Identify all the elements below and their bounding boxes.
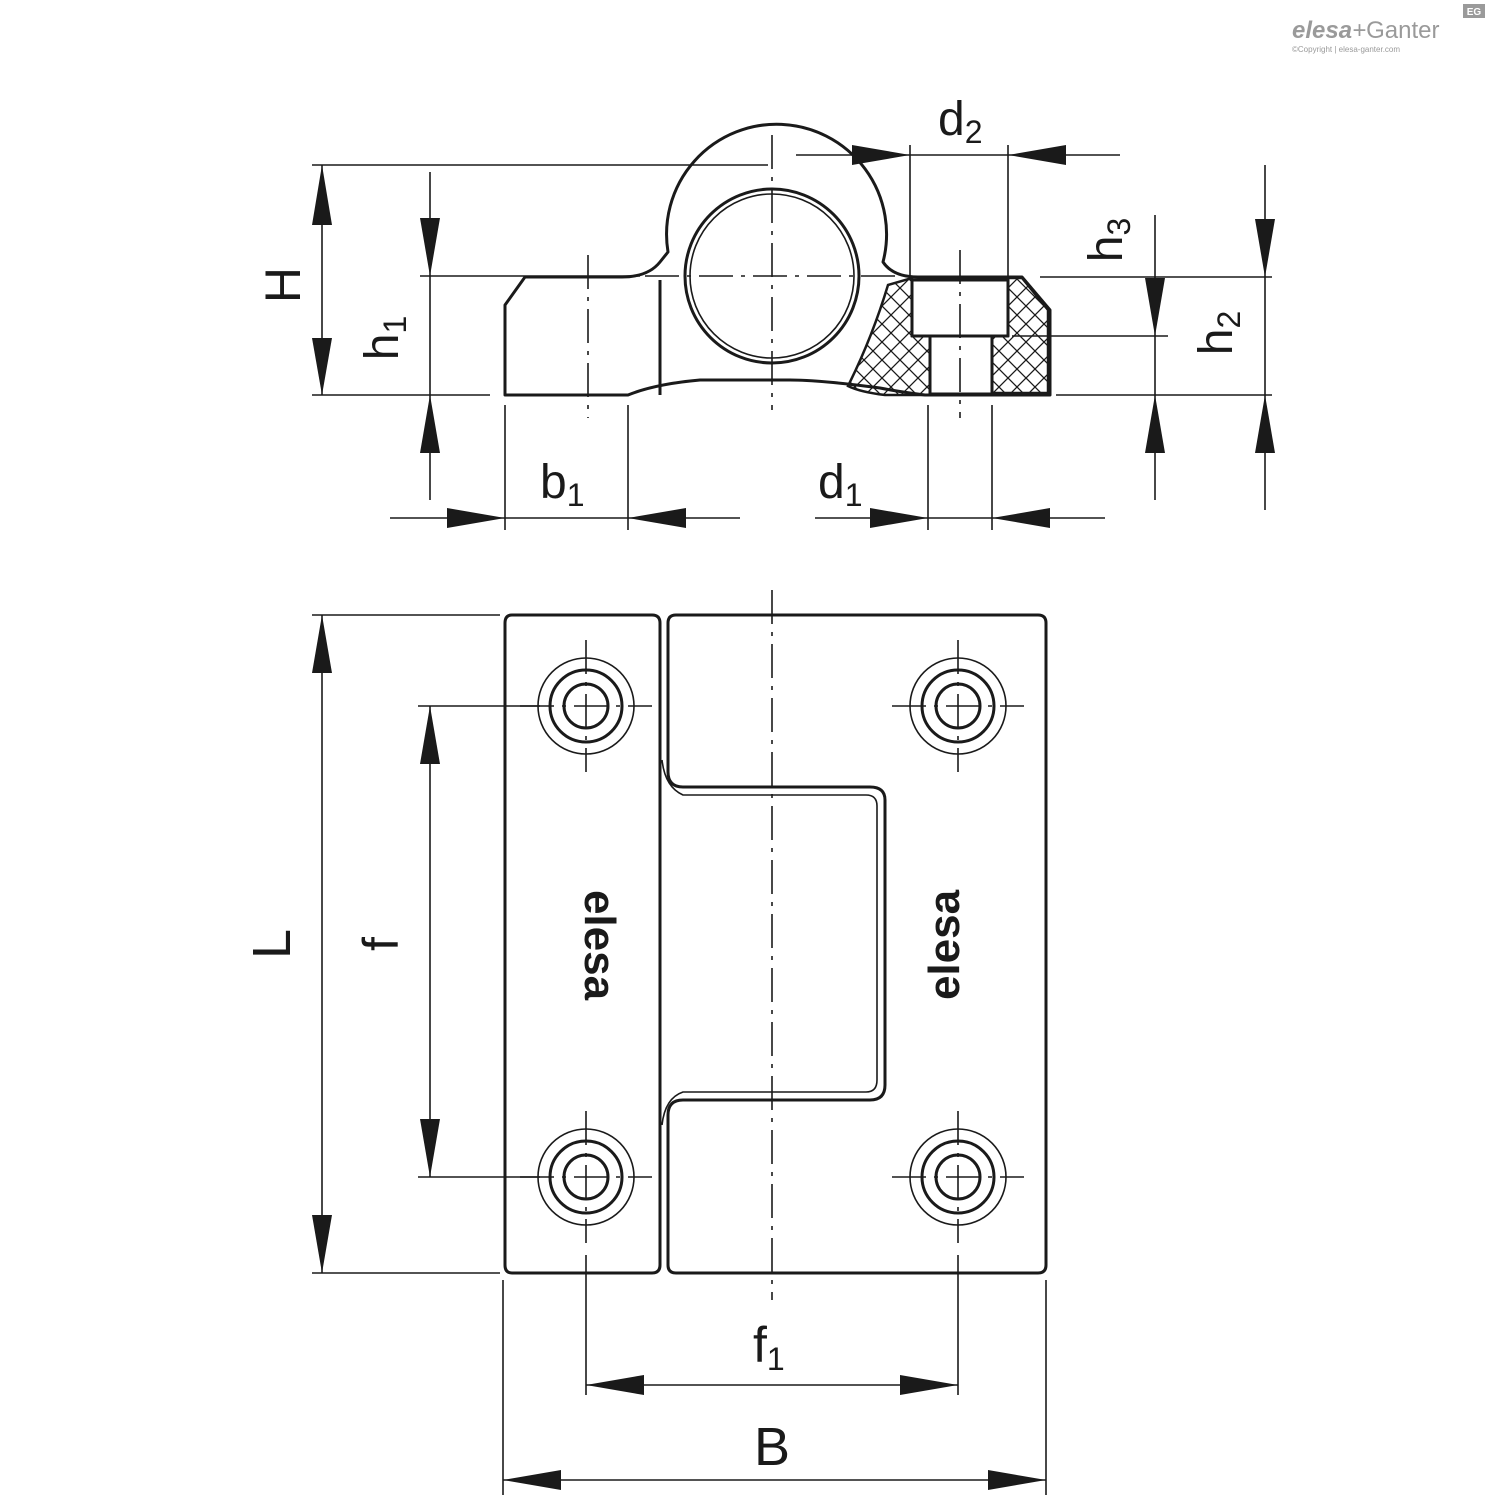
dim-L-arrow-bottom <box>312 1215 332 1273</box>
label-H: H <box>255 267 311 303</box>
dim-H-arrow-top <box>312 165 332 225</box>
brand-plus-text: + <box>1352 17 1366 44</box>
dim-h3-arrow-top <box>1145 278 1165 336</box>
label-h3: h3 <box>1080 218 1137 263</box>
mounting-hole-top-left <box>520 640 652 772</box>
label-f: f <box>353 937 409 951</box>
label-B: B <box>754 1417 790 1477</box>
dim-f-arrow-top <box>420 706 440 764</box>
dim-H-arrow-bottom <box>312 338 332 395</box>
left-leaf <box>503 613 662 1275</box>
label-subscript: 1 <box>377 316 413 334</box>
dim-f1-arrow-left <box>586 1375 644 1395</box>
mounting-hole-top-right <box>892 640 1024 772</box>
dim-h3-arrow-bottom <box>1145 395 1165 453</box>
label-b1: b1 <box>540 456 585 513</box>
dim-L-arrow-top <box>312 615 332 673</box>
dim-B-arrow-left <box>503 1470 561 1490</box>
brand-badge-box <box>1463 4 1485 18</box>
dim-d2-arrow-right <box>1008 145 1066 165</box>
label-subscript: 1 <box>567 477 585 513</box>
dim-h1-arrow-bottom <box>420 395 440 453</box>
svg-text:elesa+Ganter: elesa+Ganter <box>1292 17 1439 44</box>
dim-b1-arrow-right <box>628 508 686 528</box>
label-d1: d1 <box>818 456 863 513</box>
label-subscript: 1 <box>767 1341 785 1377</box>
label-subscript: 1 <box>845 477 863 513</box>
hatched-section-left <box>846 276 932 397</box>
label-f1: f1 <box>753 1317 785 1377</box>
dim-h2-arrow-bottom <box>1255 395 1275 453</box>
left-leaf-logo: elesa <box>575 890 624 1001</box>
side-view: d2 H h1 h3 h2 b1 d1 <box>255 93 1275 530</box>
label-h1: h1 <box>356 316 413 361</box>
dim-d2-arrow-left <box>852 145 910 165</box>
hinge-body-outline <box>503 122 1052 397</box>
dim-b1-arrow-left <box>447 508 505 528</box>
top-view: elesa elesa L f f1 B <box>242 590 1048 1495</box>
mounting-hole-bottom-left <box>520 1111 652 1243</box>
brand-badge-text: EG <box>1467 7 1482 18</box>
brand-ganter-text: Ganter <box>1366 17 1439 44</box>
dim-f1-arrow-right <box>900 1375 958 1395</box>
label-subscript: 3 <box>1101 218 1137 236</box>
dim-h1-arrow-top <box>420 218 440 276</box>
dim-h2-arrow-top <box>1255 219 1275 277</box>
dim-d1-arrow-left <box>870 508 928 528</box>
dim-f-arrow-bottom <box>420 1119 440 1177</box>
label-subscript: 2 <box>1211 311 1247 329</box>
dim-d1-arrow-right <box>992 508 1050 528</box>
label-L: L <box>242 929 302 959</box>
right-leaf-logo: elesa <box>920 889 969 1000</box>
copyright-text: ©Copyright | elesa-ganter.com <box>1292 45 1400 54</box>
label-subscript: 2 <box>965 114 983 150</box>
right-leaf <box>666 613 1048 1275</box>
screw-hole <box>928 334 994 396</box>
mounting-hole-bottom-right <box>892 1111 1024 1243</box>
dim-B-arrow-right <box>988 1470 1046 1490</box>
brand-elesa-text: elesa <box>1292 17 1352 44</box>
label-d2: d2 <box>938 93 983 150</box>
knuckle-inner-line <box>661 759 878 1126</box>
label-h2: h2 <box>1190 311 1247 356</box>
brand-logo: elesa+Ganter EG ©Copyright | elesa-gante… <box>1292 4 1485 54</box>
